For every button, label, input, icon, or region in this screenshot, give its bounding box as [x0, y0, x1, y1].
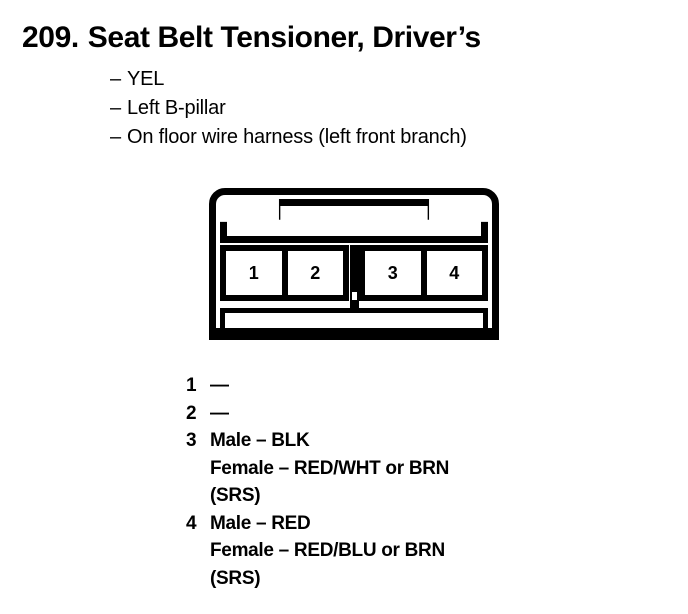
pin-legend-line-male: Male – RED	[210, 512, 311, 534]
connector-latch-band	[220, 199, 488, 243]
bullet-dash-icon: –	[110, 126, 121, 148]
connector-diagram: 1 2 3 4	[209, 188, 499, 340]
pin-legend-line-female: Female – RED/BLU or BRN	[210, 540, 445, 561]
latch-band-inner	[227, 206, 481, 236]
pin-legend-body: —	[210, 400, 229, 428]
pin-legend-number: 1	[186, 375, 197, 396]
connector-center-divider-post	[350, 245, 359, 308]
pin-legend-number: 2	[186, 402, 197, 424]
pin-legend-body: —	[210, 372, 229, 400]
header-subline-wire-color-text: YEL	[127, 68, 165, 90]
page-title-number: 209.	[22, 21, 79, 54]
pin-legend-row-4: 4 Male – RED Female – RED/BLU or BRN (SR…	[186, 510, 449, 593]
pin-legend-line-note: (SRS)	[210, 485, 261, 506]
pin-legend-line-note: (SRS)	[210, 567, 261, 589]
header-subline-location: –Left B-pillar	[110, 97, 226, 119]
header-subline-wire-color: –YEL	[110, 68, 164, 90]
pin-cavity-2: 2	[281, 245, 349, 301]
connector-center-divider-notch	[352, 292, 357, 302]
connector-base-rail	[210, 328, 498, 338]
pin-legend-body: Male – RED Female – RED/BLU or BRN (SRS)	[210, 510, 445, 593]
bullet-dash-icon: –	[110, 68, 121, 90]
pin-cavity-row: 1 2 3 4	[220, 245, 488, 301]
pin-cavity-1: 1	[220, 245, 288, 301]
bullet-dash-icon: –	[110, 97, 121, 119]
pin-legend-row-3: 3 Male – BLK Female – RED/WHT or BRN (SR…	[186, 427, 449, 510]
pin-legend-line-female: Female – RED/WHT or BRN	[210, 457, 450, 479]
pin-legend-line: —	[210, 402, 229, 424]
header-subline-harness: –On floor wire harness (left front branc…	[110, 126, 467, 148]
pin-cavity-3: 3	[359, 245, 427, 301]
pin-legend-line-male: Male – BLK	[210, 430, 310, 451]
pin-legend: 1 — 2 — 3 Male – BLK Female – RED/WHT or…	[186, 372, 449, 592]
pin-legend-line: —	[210, 375, 229, 396]
pin-legend-number: 3	[186, 430, 197, 451]
page-title-text: Seat Belt Tensioner, Driver’s	[87, 21, 481, 54]
header-subline-harness-text: On floor wire harness (left front branch…	[127, 126, 467, 148]
pin-legend-body: Male – BLK Female – RED/WHT or BRN (SRS)	[210, 427, 449, 510]
header-subline-location-text: Left B-pillar	[127, 97, 226, 119]
page-title: 209.Seat Belt Tensioner, Driver’s	[22, 21, 481, 55]
pin-legend-row-1: 1 —	[186, 372, 449, 400]
pin-cavity-4: 4	[420, 245, 488, 301]
pin-legend-number: 4	[186, 512, 197, 534]
pin-legend-row-2: 2 —	[186, 400, 449, 428]
